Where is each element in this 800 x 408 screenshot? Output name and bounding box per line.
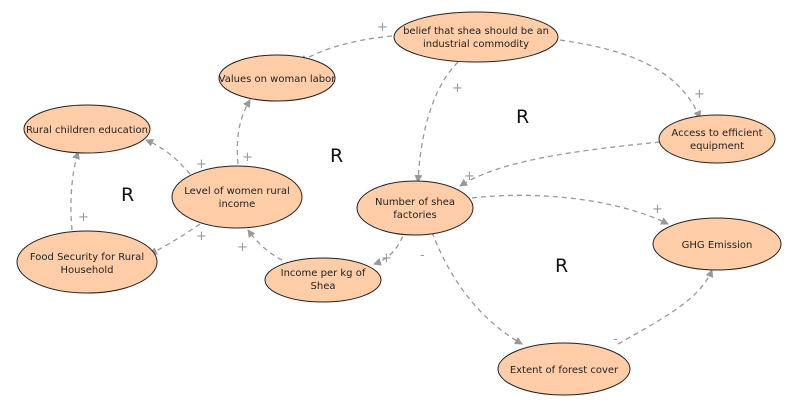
node-belief[interactable]: belief that shea should be an industrial… [393,11,559,63]
edge-belief-to-factories [414,61,459,183]
edge-factories-to-forest [431,231,523,345]
node-factories-line2: factories [393,210,436,221]
node-equipment-line1: Access to efficient [671,128,762,139]
edge-belief-to-equipment [559,39,701,119]
loop-marker: R [121,184,134,206]
node-forest-cover[interactable]: Extent of forest cover [497,342,631,396]
polarity-forest-ghg: - [613,332,618,347]
edge-forest-to-ghg [617,269,714,345]
loop-markers: R R R R [121,106,568,277]
polarity-belief-equipment: + [694,87,705,102]
node-rural-edu-line1: Rural children education [26,125,148,136]
node-values-on-woman-labor[interactable]: Values on woman labor [218,54,337,102]
edge-belief-to-values [299,35,393,63]
loop-marker: R [516,106,529,128]
node-ghg-line1: GHG Emission [682,240,753,251]
polarity-income-kg-women-income: + [237,240,248,255]
node-women-rural-income[interactable]: Level of women rural income [171,165,303,229]
polarity-food-sec-rural-edu: + [78,210,89,225]
node-values-line1: Values on woman labor [219,74,337,85]
edge-women-income-to-food-sec [149,223,201,255]
polarity-equipment-factories: + [464,169,475,184]
edge-factories-to-ghg [471,194,669,225]
edges-layer [70,35,714,345]
polarity-women-income-food-sec: + [196,229,207,244]
polarity-women-income-rural-edu: + [196,157,207,172]
node-food-security[interactable]: Food Security for Rural Household [16,230,158,294]
loop-marker: R [555,255,568,277]
node-income-kg-line2: Shea [311,281,336,292]
polarity-factories-forest: - [420,248,425,263]
polarity-women-income-values: + [242,150,253,165]
node-food-sec-line2: Household [61,265,114,276]
node-shea-factories[interactable]: Number of shea factories [356,180,474,236]
node-ghg-emission[interactable]: GHG Emission [652,217,782,271]
node-efficient-equipment[interactable]: Access to efficient equipment [658,114,776,164]
edge-food-sec-to-rural-edu [70,151,80,231]
node-equipment-line2: equipment [690,141,744,152]
node-income-per-kg[interactable]: Income per kg of Shea [264,257,382,303]
node-rural-children-education[interactable]: Rural children education [23,104,151,154]
edge-women-income-to-rural-edu [145,139,191,175]
node-food-sec-line1: Food Security for Rural [30,252,144,263]
node-belief-line2: industrial commodity [423,39,529,50]
node-women-income-line2: income [219,199,256,210]
edge-income-kg-to-women-income [247,229,283,261]
polarity-belief-factories: + [452,81,463,96]
node-women-income-line1: Level of women rural [184,186,290,197]
node-factories-line1: Number of shea [375,197,455,208]
node-belief-line1: belief that shea should be an [403,26,549,37]
loop-marker: R [330,145,343,167]
polarity-layer: + + + + + + - - + + + + + [78,20,705,347]
polarity-belief-values: + [377,20,388,35]
node-income-kg-line1: Income per kg of [281,268,366,279]
polarity-factories-income-kg: + [381,251,392,266]
polarity-factories-ghg: + [652,202,663,217]
edge-equipment-to-factories [459,141,661,187]
node-forest-line1: Extent of forest cover [510,365,619,376]
